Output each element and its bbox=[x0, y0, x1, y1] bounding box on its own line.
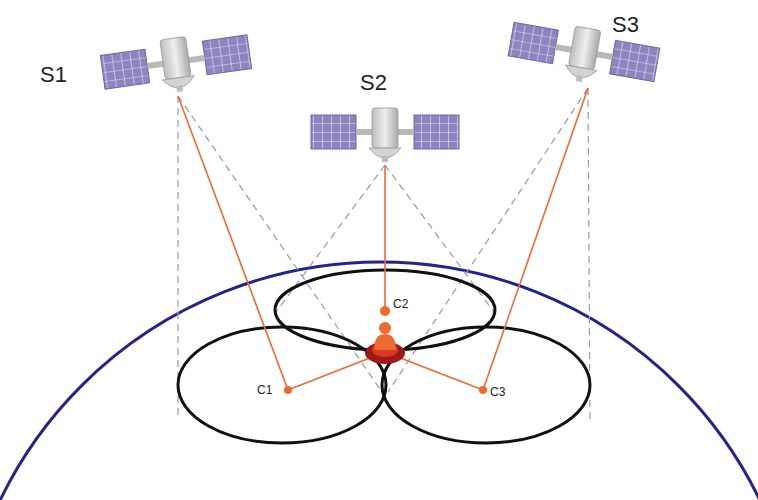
earth-outline bbox=[0, 262, 758, 500]
satellite-label: S3 bbox=[612, 14, 639, 36]
signal-lines bbox=[178, 88, 588, 390]
satellite-label: S1 bbox=[40, 64, 67, 86]
receiver bbox=[365, 322, 405, 364]
coverage-ellipses bbox=[178, 270, 590, 443]
point-label: C1 bbox=[257, 384, 272, 396]
centre-points bbox=[284, 306, 487, 394]
satellite bbox=[311, 108, 459, 162]
point-label: C2 bbox=[393, 298, 408, 310]
satellite-label: S2 bbox=[360, 72, 387, 94]
point-label: C3 bbox=[490, 386, 505, 398]
satellite bbox=[99, 28, 253, 102]
